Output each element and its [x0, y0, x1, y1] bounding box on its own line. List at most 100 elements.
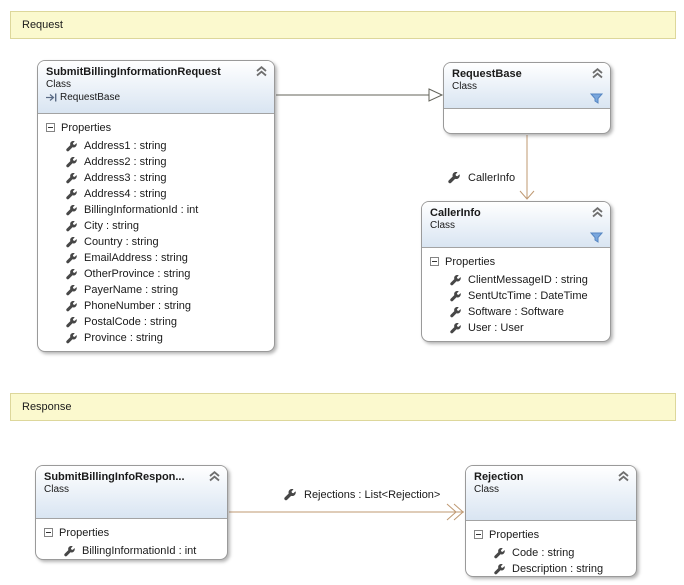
callerinfo-association-label[interactable]: CallerInfo: [448, 172, 515, 184]
collapse-chevron-icon[interactable]: [591, 207, 604, 218]
wrench-icon: [64, 545, 75, 556]
inheritance-connector: [276, 88, 444, 102]
request-section-comment[interactable]: Request: [10, 11, 676, 39]
wrench-icon: [66, 284, 77, 295]
collapse-chevron-icon[interactable]: [591, 68, 604, 79]
property-row[interactable]: Address4 : string: [38, 186, 274, 202]
wrench-icon: [66, 268, 77, 279]
filter-funnel-icon[interactable]: [590, 232, 603, 243]
property-label: PayerName : string: [84, 284, 179, 296]
wrench-icon: [448, 172, 460, 184]
property-row[interactable]: PayerName : string: [38, 282, 274, 298]
collapse-section-icon[interactable]: [46, 123, 55, 132]
class-box-submitbillinginformationrequest[interactable]: SubmitBillingInformationRequest Class Re…: [37, 60, 275, 352]
class-stereotype: Class: [430, 220, 456, 231]
class-box-callerinfo[interactable]: CallerInfo Class Properties ClientMessag…: [421, 201, 611, 342]
property-label: Software : Software: [468, 306, 564, 318]
collapse-section-icon[interactable]: [474, 530, 483, 539]
property-row[interactable]: Code : string: [466, 545, 636, 561]
properties-section-header[interactable]: Properties: [36, 525, 227, 540]
collapse-chevron-icon[interactable]: [255, 66, 268, 77]
collapse-chevron-icon[interactable]: [617, 471, 630, 482]
wrench-icon: [66, 156, 77, 167]
properties-section-header[interactable]: Properties: [466, 527, 636, 542]
association-label-text: CallerInfo: [468, 172, 516, 184]
property-label: BillingInformationId : int: [84, 204, 199, 216]
property-row[interactable]: Description : string: [466, 561, 636, 577]
collapse-chevron-icon[interactable]: [208, 471, 221, 482]
arrow-to-bar-icon: [46, 93, 57, 102]
rejections-association-connector: [229, 503, 464, 521]
property-label: EmailAddress : string: [84, 252, 188, 264]
property-row[interactable]: BillingInformationId : int: [36, 543, 227, 559]
class-header[interactable]: SubmitBillingInformationRequest Class Re…: [38, 61, 274, 114]
class-title: SubmitBillingInfoRespon...: [44, 471, 185, 483]
properties-section-header[interactable]: Properties: [422, 254, 610, 269]
wrench-icon: [66, 188, 77, 199]
property-row[interactable]: PhoneNumber : string: [38, 298, 274, 314]
association-label-text: Rejections : List<Rejection>: [304, 489, 441, 501]
property-label: Description : string: [512, 563, 604, 575]
collapse-section-icon[interactable]: [430, 257, 439, 266]
property-label: Address4 : string: [84, 188, 167, 200]
response-section-label: Response: [22, 401, 72, 413]
property-row[interactable]: ClientMessageID : string: [422, 272, 610, 288]
class-header[interactable]: SubmitBillingInfoRespon... Class: [36, 466, 227, 519]
class-box-submitbillinginforesponse[interactable]: SubmitBillingInfoRespon... Class Propert…: [35, 465, 228, 560]
class-stereotype: Class: [452, 81, 478, 92]
property-row[interactable]: PostalCode : string: [38, 314, 274, 330]
property-row[interactable]: City : string: [38, 218, 274, 234]
wrench-icon: [66, 252, 77, 263]
class-title: RequestBase: [452, 68, 522, 80]
rejections-association-label[interactable]: Rejections : List<Rejection>: [284, 489, 440, 501]
property-row[interactable]: User : User: [422, 320, 610, 336]
wrench-icon: [66, 204, 77, 215]
property-row[interactable]: EmailAddress : string: [38, 250, 274, 266]
filter-funnel-icon[interactable]: [590, 93, 603, 104]
property-row[interactable]: Software : Software: [422, 304, 610, 320]
class-box-rejection[interactable]: Rejection Class Properties Code : string…: [465, 465, 637, 577]
wrench-icon: [66, 300, 77, 311]
properties-section-header[interactable]: Properties: [38, 120, 274, 135]
class-box-requestbase[interactable]: RequestBase Class: [443, 62, 611, 134]
class-title: SubmitBillingInformationRequest: [46, 66, 221, 78]
wrench-icon: [450, 290, 461, 301]
wrench-icon: [494, 547, 505, 558]
class-stereotype: Class: [44, 484, 70, 495]
property-row[interactable]: SentUtcTime : DateTime: [422, 288, 610, 304]
wrench-icon: [66, 236, 77, 247]
class-title: CallerInfo: [430, 207, 481, 219]
property-label: OtherProvince : string: [84, 268, 191, 280]
wrench-icon: [66, 316, 77, 327]
property-label: Province : string: [84, 332, 163, 344]
properties-section-label: Properties: [61, 121, 112, 134]
class-title: Rejection: [474, 471, 524, 483]
class-header[interactable]: Rejection Class: [466, 466, 636, 521]
wrench-icon: [66, 220, 77, 231]
wrench-icon: [450, 274, 461, 285]
property-row[interactable]: BillingInformationId : int: [38, 202, 274, 218]
wrench-icon: [66, 140, 77, 151]
class-header[interactable]: RequestBase Class: [444, 63, 610, 109]
property-label: PhoneNumber : string: [84, 300, 191, 312]
property-label: Code : string: [512, 547, 575, 559]
property-label: City : string: [84, 220, 140, 232]
response-section-comment[interactable]: Response: [10, 393, 676, 421]
properties-section-label: Properties: [59, 526, 110, 539]
property-row[interactable]: Province : string: [38, 330, 274, 346]
property-label: PostalCode : string: [84, 316, 177, 328]
class-header[interactable]: CallerInfo Class: [422, 202, 610, 248]
collapse-section-icon[interactable]: [44, 528, 53, 537]
properties-section-label: Properties: [445, 255, 496, 268]
property-label: Address2 : string: [84, 156, 167, 168]
property-label: BillingInformationId : int: [82, 545, 197, 557]
base-type-label: RequestBase: [60, 92, 121, 103]
property-label: Country : string: [84, 236, 159, 248]
property-row[interactable]: OtherProvince : string: [38, 266, 274, 282]
property-row[interactable]: Address2 : string: [38, 154, 274, 170]
wrench-icon: [284, 489, 296, 501]
wrench-icon: [494, 563, 505, 574]
property-row[interactable]: Address3 : string: [38, 170, 274, 186]
property-row[interactable]: Address1 : string: [38, 138, 274, 154]
property-row[interactable]: Country : string: [38, 234, 274, 250]
